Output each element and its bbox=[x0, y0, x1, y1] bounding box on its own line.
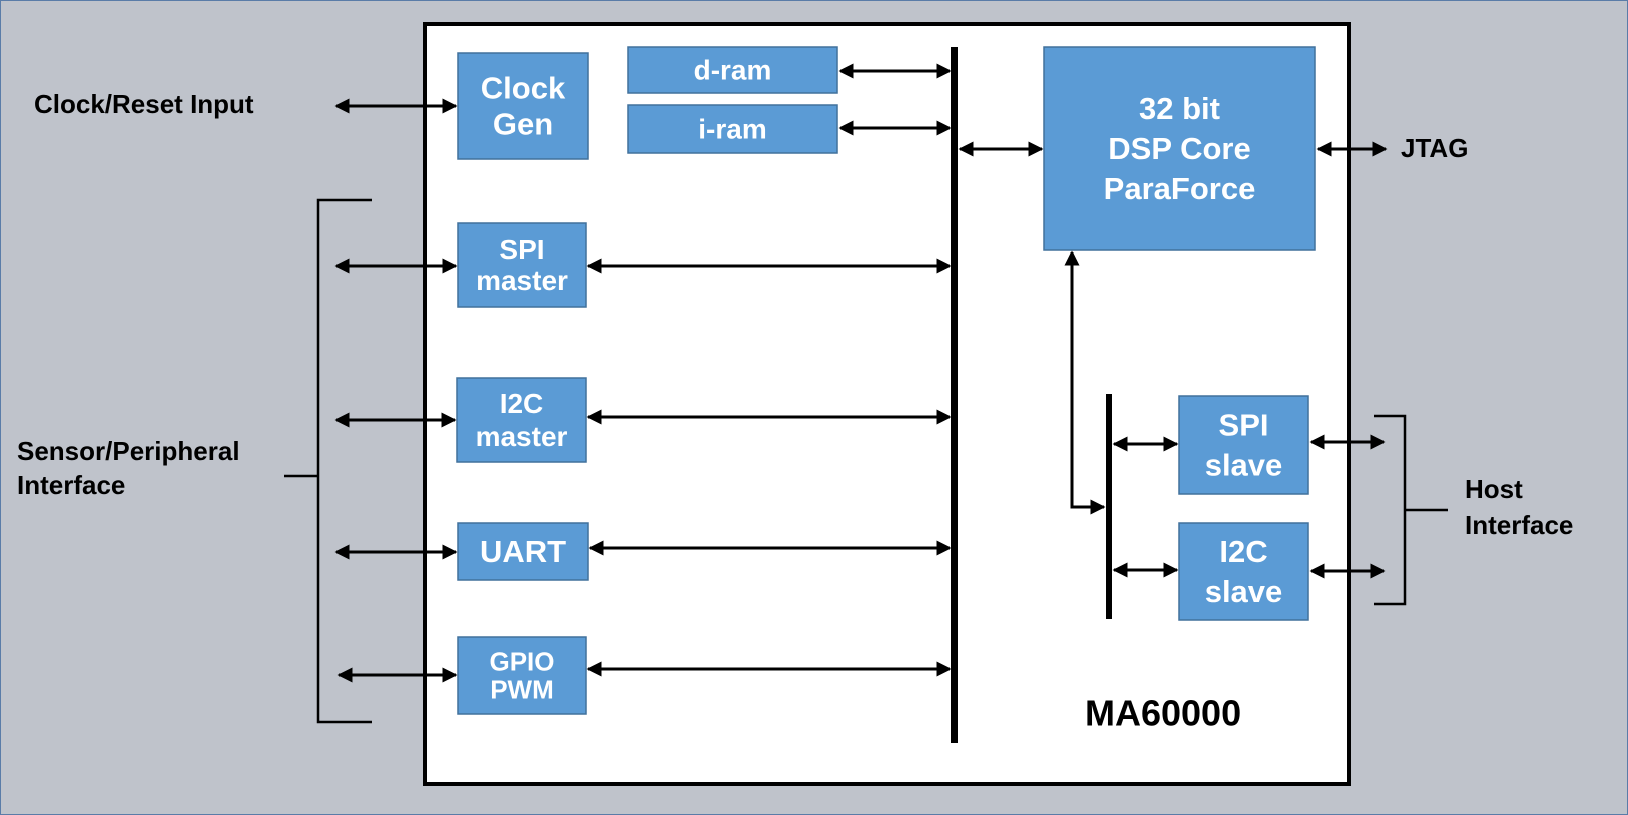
clock-gen-label-line2: Gen bbox=[493, 107, 553, 142]
d-ram-label-line1: d-ram bbox=[694, 55, 772, 86]
host-bus bbox=[1106, 394, 1112, 619]
host-bracket bbox=[1374, 414, 1407, 606]
i-ram-box bbox=[627, 104, 838, 154]
i2c-master-label-line1: I2C bbox=[500, 388, 544, 419]
clock-gen-label-line1: Clock bbox=[481, 71, 566, 106]
spi-master-box bbox=[457, 222, 587, 308]
dsp-core-label-line1: 32 bit bbox=[1139, 91, 1220, 126]
arrow-dsp-host-bus bbox=[1064, 250, 1106, 515]
dsp-core-label-line3: ParaForce bbox=[1104, 171, 1256, 206]
host-interface-label-line2: Interface bbox=[1465, 510, 1573, 540]
dsp-core-label-line2: DSP Core bbox=[1108, 131, 1250, 166]
i2c-slave-block: I2C slave bbox=[1178, 522, 1309, 621]
i-ram-block: i-ram bbox=[627, 104, 838, 154]
gpio-pwm-label-line2: PWM bbox=[490, 675, 554, 705]
spi-master-label-line1: SPI bbox=[499, 234, 544, 265]
i-ram-label-line1: i-ram bbox=[698, 114, 766, 145]
clock-gen-box bbox=[457, 52, 589, 160]
dsp-core-box bbox=[1043, 46, 1316, 251]
uart-block: UART bbox=[457, 522, 589, 581]
sensor-bracket bbox=[316, 198, 372, 724]
host-interface-label-line1: Host bbox=[1465, 474, 1523, 504]
chip-name: MA60000 bbox=[1085, 693, 1241, 734]
d-ram-box bbox=[627, 46, 838, 94]
d-ram-block: d-ram bbox=[627, 46, 838, 94]
i2c-master-label-line2: master bbox=[476, 421, 568, 452]
sensor-interface-label-line1: Sensor/Peripheral bbox=[17, 436, 240, 466]
spi-master-label-line2: master bbox=[476, 265, 568, 296]
i2c-slave-box bbox=[1178, 522, 1309, 621]
jtag-label: JTAG bbox=[1401, 133, 1468, 163]
spi-slave-label-line2: slave bbox=[1205, 448, 1283, 483]
spi-slave-block: SPI slave bbox=[1178, 395, 1309, 495]
uart-label-line1: UART bbox=[480, 534, 566, 569]
i2c-slave-label-line1: I2C bbox=[1219, 534, 1267, 569]
clock-reset-label: Clock/Reset Input bbox=[34, 89, 254, 119]
i2c-slave-label-line2: slave bbox=[1205, 574, 1283, 609]
spi-slave-box bbox=[1178, 395, 1309, 495]
spi-slave-label-line1: SPI bbox=[1219, 408, 1269, 443]
i2c-master-box bbox=[456, 377, 587, 463]
main-bus bbox=[951, 47, 958, 743]
sensor-interface-label-line2: Interface bbox=[17, 470, 125, 500]
gpio-pwm-box bbox=[457, 636, 587, 715]
gpio-pwm-label-line1: GPIO bbox=[489, 647, 554, 677]
uart-box bbox=[457, 522, 589, 581]
